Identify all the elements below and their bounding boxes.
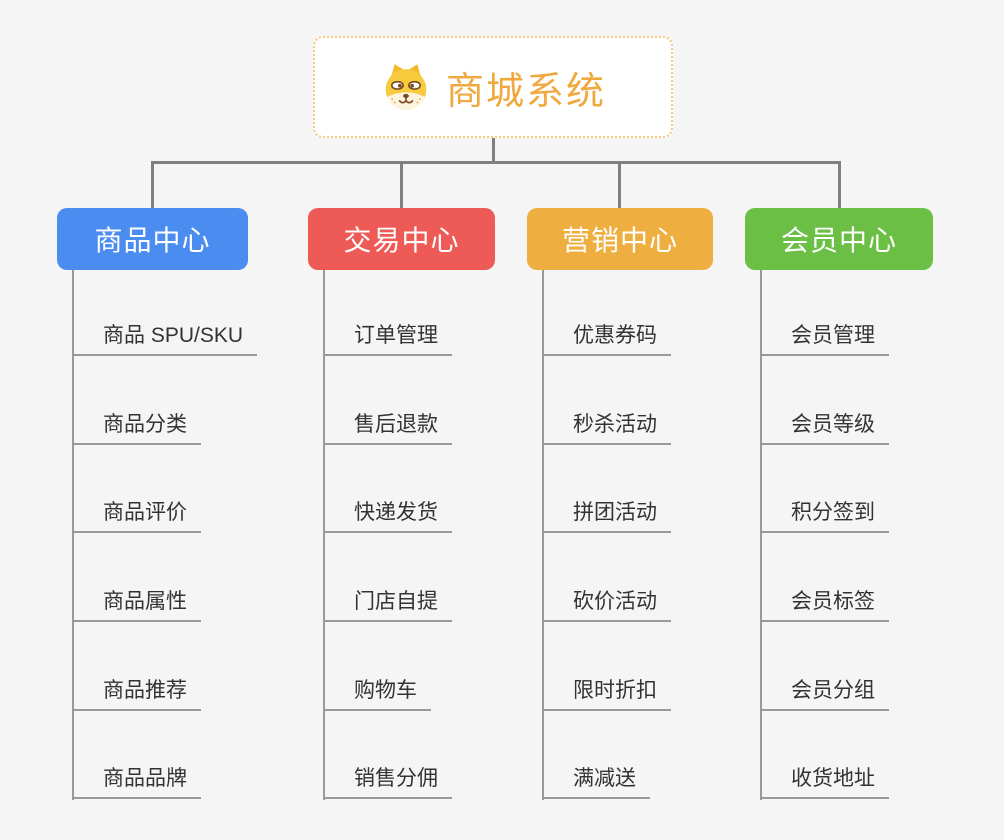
branch-node[interactable]: 商品中心: [57, 208, 248, 270]
branch-connector-drop: [618, 161, 621, 208]
leaf-node[interactable]: 商品属性: [72, 586, 201, 622]
leaf-node[interactable]: 商品 SPU/SKU: [72, 320, 258, 356]
leaf-node[interactable]: 会员等级: [760, 409, 889, 445]
leaf-node[interactable]: 秒杀活动: [542, 409, 671, 445]
leaf-node[interactable]: 会员分组: [760, 675, 889, 711]
branch-connector-rail: [151, 161, 841, 164]
leaf-node[interactable]: 订单管理: [323, 320, 452, 356]
branch-connector-drop: [151, 161, 154, 208]
branch-spine-line: [760, 270, 762, 800]
branch-spine-line: [542, 270, 544, 800]
leaf-node[interactable]: 商品评价: [72, 497, 201, 533]
shiba-dog-icon: [380, 61, 432, 113]
leaf-node[interactable]: 售后退款: [323, 409, 452, 445]
root-node-label: 商城系统: [445, 70, 606, 113]
leaf-node[interactable]: 商品分类: [72, 409, 201, 445]
leaf-node[interactable]: 商品推荐: [72, 675, 201, 711]
leaf-node[interactable]: 商品品牌: [72, 763, 201, 799]
root-connector-drop: [492, 138, 495, 164]
leaf-node[interactable]: 收货地址: [760, 763, 889, 799]
leaf-node[interactable]: 快递发货: [323, 497, 452, 533]
leaf-node[interactable]: 购物车: [323, 675, 431, 711]
branch-connector-drop: [400, 161, 403, 208]
branch-node[interactable]: 营销中心: [527, 208, 713, 270]
leaf-node[interactable]: 砍价活动: [542, 586, 671, 622]
leaf-node[interactable]: 会员标签: [760, 586, 889, 622]
leaf-node[interactable]: 门店自提: [323, 586, 452, 622]
leaf-node[interactable]: 满减送: [542, 763, 650, 799]
leaf-node[interactable]: 优惠券码: [542, 320, 671, 356]
root-node[interactable]: 商城系统: [313, 36, 673, 138]
branch-node[interactable]: 会员中心: [745, 208, 933, 270]
leaf-node[interactable]: 会员管理: [760, 320, 889, 356]
branch-connector-drop: [838, 161, 841, 208]
leaf-node[interactable]: 拼团活动: [542, 497, 671, 533]
branch-spine-line: [323, 270, 325, 800]
branch-node[interactable]: 交易中心: [308, 208, 495, 270]
branch-spine-line: [72, 270, 74, 800]
leaf-node[interactable]: 销售分佣: [323, 763, 452, 799]
leaf-node[interactable]: 积分签到: [760, 497, 889, 533]
leaf-node[interactable]: 限时折扣: [542, 675, 671, 711]
